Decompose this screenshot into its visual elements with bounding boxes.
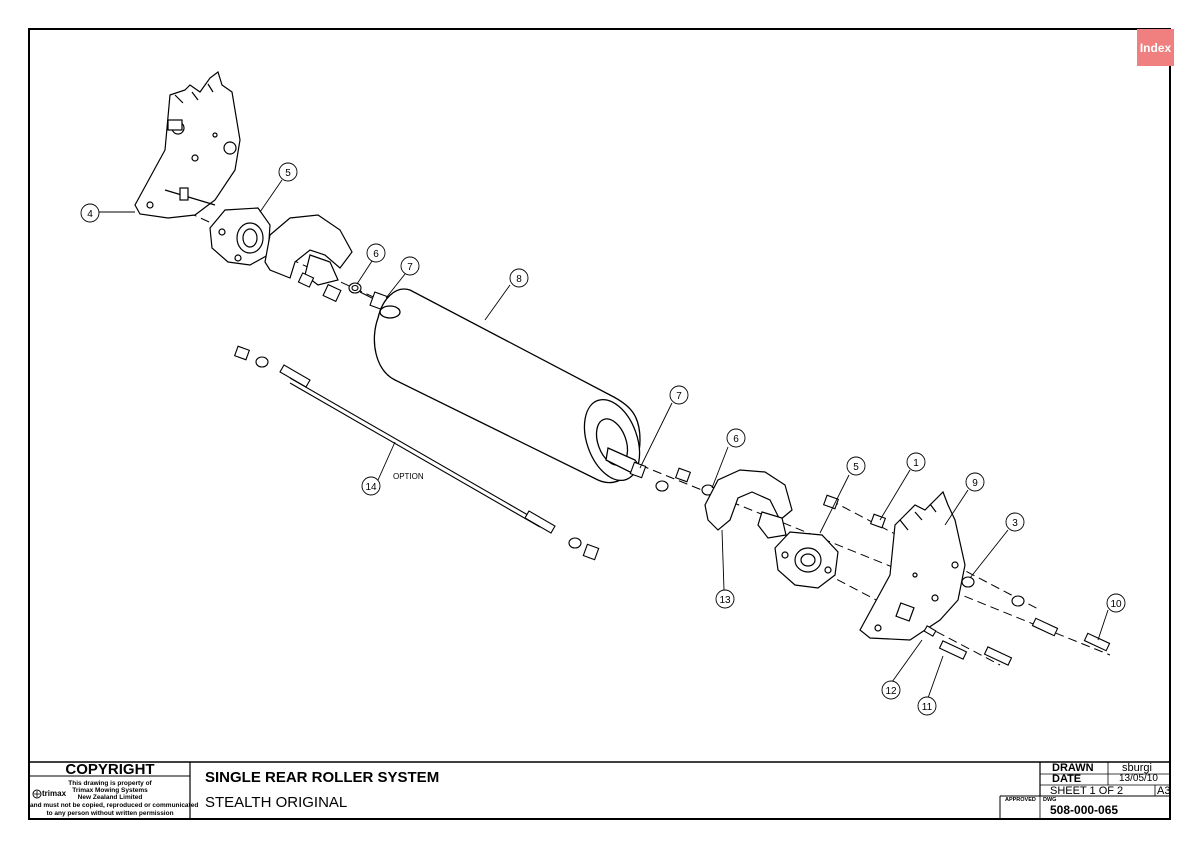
copyright-line: This drawing is property of (68, 780, 152, 787)
balloon-14 (361, 476, 381, 496)
left-fasteners (297, 272, 389, 311)
leader-lines (98, 179, 1109, 699)
date-value: 13/05/10 (1119, 773, 1158, 784)
balloon-13 (715, 589, 735, 609)
balloon-label: 5 (853, 462, 859, 473)
dwg-label: DWG (1043, 797, 1057, 803)
drawing-subtitle: STEALTH ORIGINAL (205, 794, 348, 811)
balloon-label: 6 (373, 249, 379, 260)
dwg-number: 508-000-065 (1050, 803, 1119, 817)
optional-shaft (233, 345, 600, 561)
drawn-label: DRAWN (1052, 762, 1094, 774)
drawing-title: SINGLE REAR ROLLER SYSTEM (205, 769, 440, 786)
balloon-label: 6 (733, 434, 739, 445)
balloon-label: 1 (913, 458, 919, 469)
right-roller-guard (704, 469, 793, 539)
balloon-9 (965, 472, 985, 492)
approved-label: APPROVED (1005, 797, 1036, 803)
trimax-logo-text: trimax (42, 789, 67, 798)
balloon-7-left (400, 256, 420, 276)
balloon-5-right (846, 456, 866, 476)
balloon-label: 13 (719, 595, 731, 606)
copyright-line: and must not be copied, reproduced or co… (30, 802, 199, 809)
balloon-label: 10 (1110, 599, 1122, 610)
sheet-number: SHEET 1 OF 2 (1050, 785, 1124, 797)
part-balloons (80, 162, 1126, 716)
right-side-plate (859, 490, 966, 641)
balloon-label: 8 (516, 274, 522, 285)
balloon-label: 9 (972, 478, 978, 489)
copyright-line: Trimax Mowing Systems (72, 787, 148, 794)
balloon-5-left (278, 162, 298, 182)
balloon-10 (1106, 593, 1126, 613)
balloon-label: 12 (885, 686, 897, 697)
balloon-8 (509, 268, 529, 288)
balloon-4 (80, 203, 100, 223)
left-bearing (209, 207, 271, 266)
roller-drum (373, 288, 644, 484)
balloon-label: 7 (676, 391, 682, 402)
balloon-label: 4 (87, 209, 93, 220)
balloon-1 (906, 452, 926, 472)
drawn-value: sburgi (1122, 762, 1152, 774)
left-roller-guard (264, 214, 353, 286)
left-side-plate (134, 71, 241, 219)
balloon-3 (1005, 512, 1025, 532)
balloon-label: 5 (285, 168, 291, 179)
right-bearing (774, 531, 839, 589)
sheet-size: A3 (1157, 785, 1171, 797)
drawing-border (28, 28, 1171, 820)
balloon-11 (917, 696, 937, 716)
balloon-label: 14 (365, 482, 377, 493)
balloon-6-left (366, 243, 386, 263)
copyright-title: COPYRIGHT (65, 761, 155, 778)
title-block-grid (29, 761, 1170, 819)
date-label: DATE (1052, 773, 1082, 785)
index-button[interactable]: Index (1137, 29, 1174, 66)
balloon-label: 3 (1012, 518, 1018, 529)
balloon-12 (881, 680, 901, 700)
balloon-labels: 4 5 6 7 8 14 7 6 5 1 9 3 13 10 12 11 (87, 168, 1122, 713)
copyright-line: New Zealand Limited (77, 794, 143, 801)
right-fasteners (629, 461, 715, 496)
balloon-7-right (669, 385, 689, 405)
copyright-line: to any person without written permission (46, 810, 174, 817)
option-note: OPTION (393, 472, 424, 481)
balloon-label: 11 (922, 702, 933, 713)
balloon-6-right (726, 428, 746, 448)
right-bolts (822, 494, 1111, 666)
balloon-label: 7 (407, 262, 413, 273)
trimax-logo-icon (32, 789, 42, 799)
